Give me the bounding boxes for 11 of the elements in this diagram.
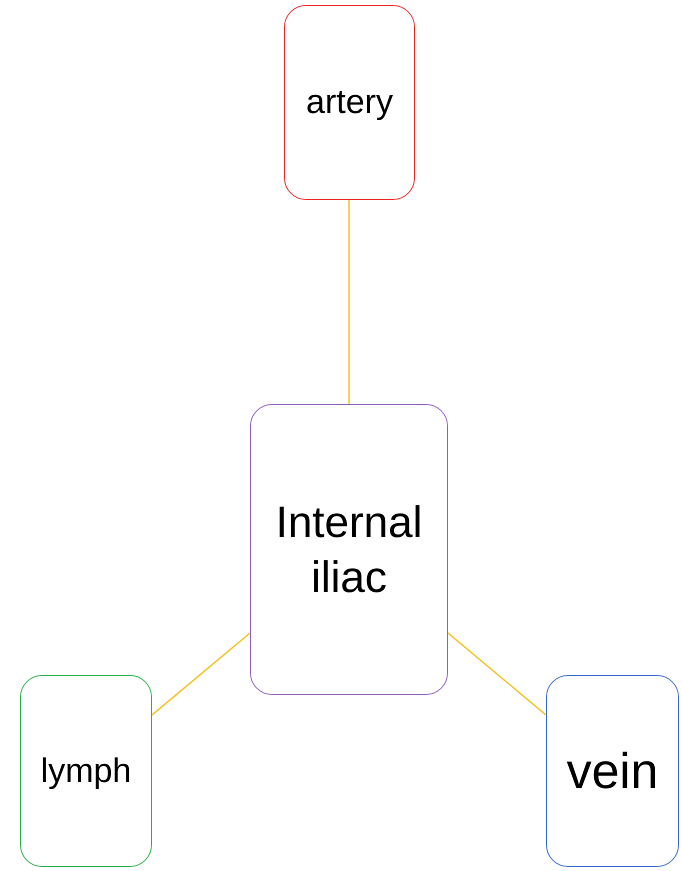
rounded-box <box>250 404 448 695</box>
node-label: lymph <box>40 750 132 792</box>
connector-line <box>152 632 250 716</box>
connector-line <box>448 632 546 716</box>
rounded-box <box>284 5 415 200</box>
rounded-box <box>546 675 679 867</box>
node-label: Internal iliac <box>274 496 424 604</box>
node-label: vein <box>566 742 658 801</box>
node-label: artery <box>306 82 393 124</box>
rounded-box <box>20 675 152 867</box>
connector-line <box>348 200 350 404</box>
